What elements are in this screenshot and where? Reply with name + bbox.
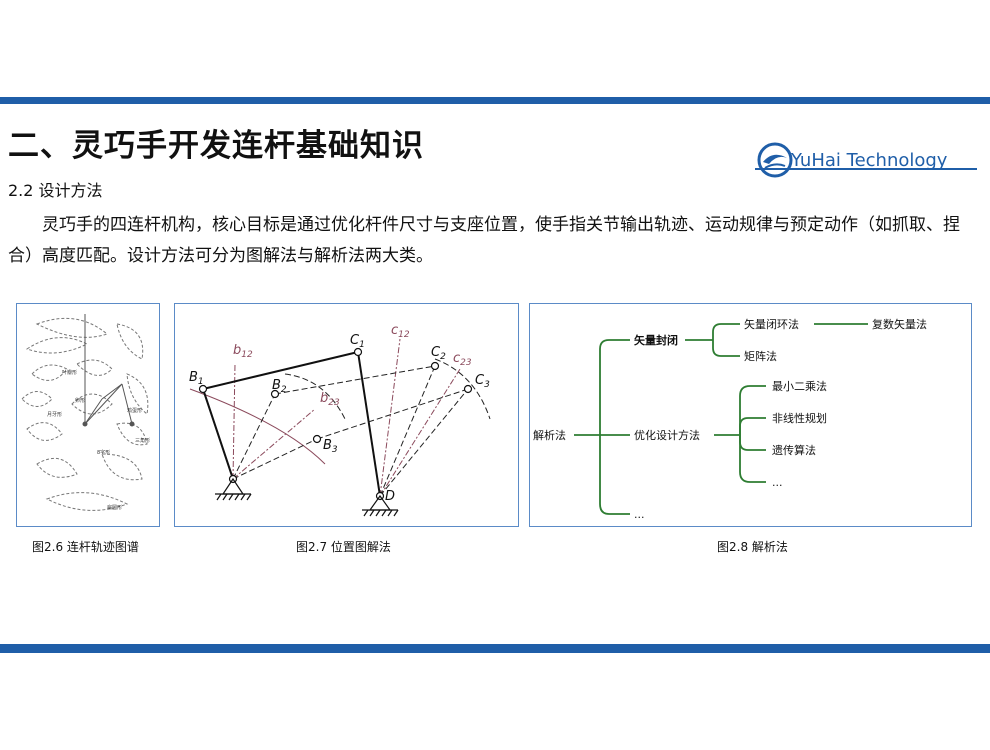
atlas-label-4: 8字形: [97, 449, 110, 456]
mindmap-complex-vector: 复数矢量法: [872, 317, 927, 331]
top-accent-bar: [0, 97, 990, 104]
logo-text: YuHai Technology: [791, 150, 948, 171]
four-bar-position-diagram: B1 B2 B3 C1 C2 C3 D b12 b23 c12 c23: [189, 323, 491, 517]
caption-fig-2-6: 图2.6 连杆轨迹图谱: [32, 540, 139, 554]
logo-underline: [755, 168, 977, 170]
label-b23: b23: [320, 391, 340, 408]
section-subtitle: 2.2 设计方法: [8, 181, 103, 200]
page-title: 二、灵巧手开发连杆基础知识: [8, 128, 424, 164]
label-b3: B3: [323, 438, 338, 455]
mindmap-diagram: 解析法 矢量封闭 矢量闭环法 复数矢量法 矩阵法 优化设计方法 最小二乘法 非线…: [533, 317, 927, 521]
company-logo: YuHai Technology: [755, 140, 985, 184]
mindmap-genetic: 遗传算法: [772, 443, 816, 457]
atlas-label-1: 叶瓣形: [62, 369, 77, 376]
yuhai-swirl-logo-icon: [757, 142, 793, 178]
mindmap-ellipsis-1: ...: [772, 476, 783, 489]
label-b2: B2: [272, 378, 287, 395]
mindmap-ellipsis-2: ...: [634, 508, 645, 521]
label-c3: C3: [475, 373, 490, 390]
mindmap-least-squares: 最小二乘法: [772, 379, 827, 393]
mindmap-root: 解析法: [533, 428, 566, 442]
atlas-label-2: 月牙形: [47, 411, 62, 418]
label-d: D: [385, 489, 395, 504]
figure-analytical-mindmap: 解析法 矢量封闭 矢量闭环法 复数矢量法 矩阵法 优化设计方法 最小二乘法 非线…: [529, 303, 972, 527]
label-c1: C1: [350, 333, 365, 350]
atlas-label-5: 扁圆形: [107, 504, 122, 511]
atlas-label-7: 鸡蛋形: [127, 407, 142, 414]
mindmap-vector-loop: 矢量闭环法: [744, 317, 799, 331]
mindmap-branch-vector: 矢量封闭: [634, 333, 678, 347]
figure-coupler-curve-atlas: 叶瓣形 月牙形 卵形 8字形 扁圆形 三角形 鸡蛋形: [16, 303, 160, 527]
label-b1: B1: [189, 370, 204, 387]
caption-fig-2-7: 图2.7 位置图解法: [296, 540, 391, 554]
intro-paragraph: 灵巧手的四连杆机构，核心目标是通过优化杆件尺寸与支座位置，使手指关节输出轨迹、运…: [8, 215, 960, 266]
label-c2: C2: [431, 345, 446, 362]
atlas-label-6: 三角形: [135, 437, 150, 444]
label-b12: b12: [233, 343, 253, 360]
figure-graphical-method: B1 B2 B3 C1 C2 C3 D b12 b23 c12 c23: [174, 303, 519, 527]
bottom-accent-bar: [0, 644, 990, 653]
coupler-curve-drawing: 叶瓣形 月牙形 卵形 8字形 扁圆形 三角形 鸡蛋形: [21, 314, 150, 511]
caption-fig-2-8: 图2.8 解析法: [717, 540, 788, 554]
mindmap-matrix: 矩阵法: [744, 349, 777, 363]
mindmap-nonlinear: 非线性规划: [772, 411, 827, 425]
atlas-label-3: 卵形: [75, 397, 85, 404]
label-c23: c23: [453, 351, 472, 368]
mindmap-branch-optimization: 优化设计方法: [634, 428, 700, 442]
label-c12: c12: [391, 323, 410, 340]
